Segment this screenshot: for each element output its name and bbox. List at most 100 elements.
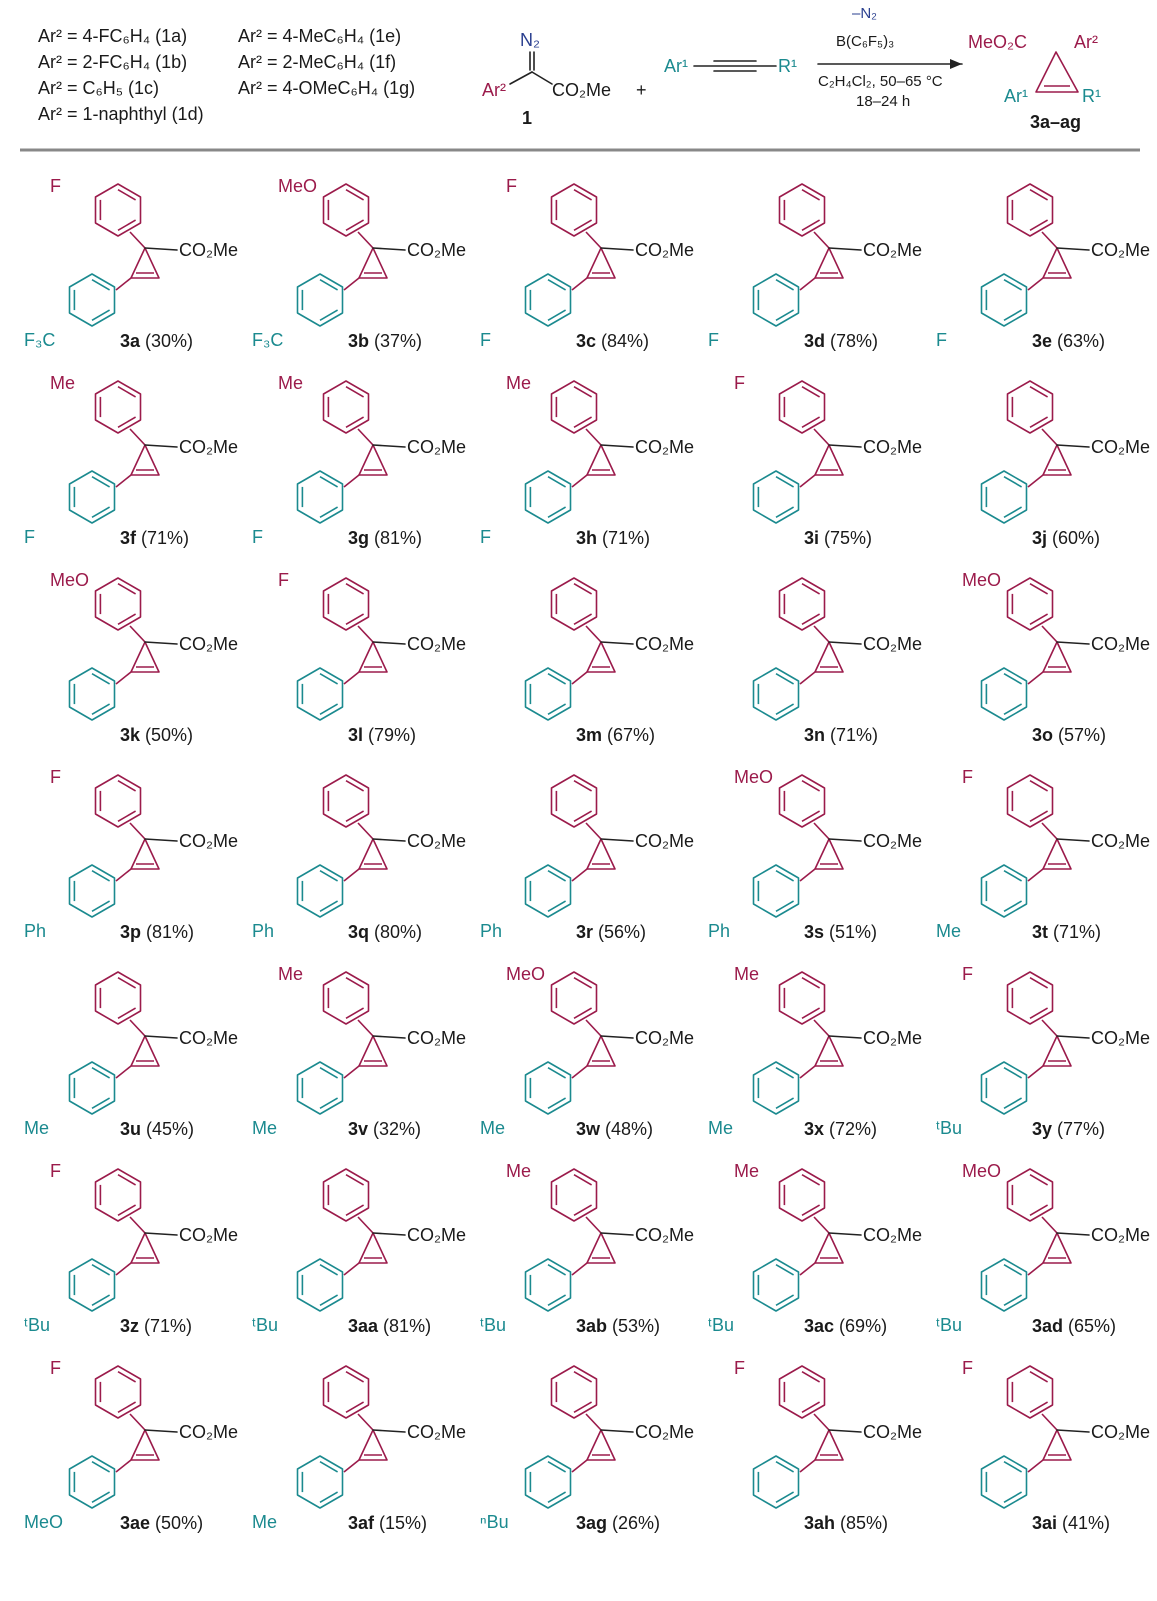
ar1-bond — [343, 671, 360, 685]
ar1-ring-double-bond — [1003, 1264, 1023, 1276]
ar1-bond — [799, 1065, 816, 1079]
cyclopropene-ring — [1042, 444, 1072, 476]
ar2-ring-double-bond — [345, 1204, 365, 1216]
ar1-ring-double-bond — [319, 673, 339, 685]
ar1-ring-double-bond — [91, 1067, 111, 1079]
ar2-ring-double-bond — [345, 613, 365, 625]
diazo-ester-label: CO₂Me — [552, 80, 611, 100]
ar1-ring-double-bond — [91, 703, 111, 715]
cyclopropene-ring — [1042, 1035, 1072, 1067]
ar2-ring-double-bond — [345, 583, 365, 595]
ar2-ring-double-bond — [801, 977, 821, 989]
ar1-substituent: F — [252, 527, 263, 547]
ester-label: CO₂Me — [635, 1225, 694, 1245]
ar2-ring — [322, 1168, 370, 1222]
compound-label: 3l (79%) — [348, 725, 416, 745]
ar1-substituent: Me — [24, 1118, 49, 1138]
ar1-substituent: ᵗBu — [936, 1315, 962, 1335]
ar2-substituent: Me — [278, 373, 303, 393]
ar1-ring — [68, 1455, 116, 1509]
product-range-label: 3a–ag — [1030, 112, 1081, 132]
ar1-bond — [571, 277, 588, 291]
compound-label: 3i (75%) — [804, 528, 872, 548]
ester-label: CO₂Me — [179, 634, 238, 654]
ar2-bond — [1041, 428, 1058, 446]
ar2-substituent: Me — [506, 373, 531, 393]
ar1-ring-double-bond — [775, 870, 795, 882]
arrow-head — [950, 59, 962, 69]
ar1-bond — [571, 1459, 588, 1473]
compound-label: 3b (37%) — [348, 331, 422, 351]
ar2-ring-double-bond — [573, 416, 593, 428]
ar2-bond — [357, 428, 374, 446]
ar2-ring-double-bond — [345, 780, 365, 792]
ar1-ring-double-bond — [91, 309, 111, 321]
ar1-ring — [752, 1061, 800, 1115]
ester-label: CO₂Me — [1091, 240, 1150, 260]
ar1-bond — [1027, 277, 1044, 291]
ester-label: CO₂Me — [179, 1422, 238, 1442]
ar1-ring — [524, 1455, 572, 1509]
ar2-substituent: F — [962, 964, 973, 984]
ar2-bond — [357, 231, 374, 249]
ar1-bond — [799, 868, 816, 882]
ester-bond — [600, 444, 634, 448]
ar2-ring — [550, 380, 598, 434]
ester-label: CO₂Me — [635, 831, 694, 851]
ar2-bond — [1041, 822, 1058, 840]
ester-bond — [1056, 838, 1090, 842]
ar2-ring-double-bond — [117, 1174, 137, 1186]
ar2-substituent: F — [506, 176, 517, 196]
ar1-substituent: ᵗBu — [936, 1118, 962, 1138]
ar2-bond — [1041, 231, 1058, 249]
compound-label: 3g (81%) — [348, 528, 422, 548]
ar2-bond — [129, 822, 146, 840]
ar1-substituent: F — [708, 330, 719, 350]
ar1-ring-double-bond — [91, 476, 111, 488]
cyclopropene-ring — [130, 1429, 160, 1461]
ar2-substituent: F — [278, 570, 289, 590]
ar2-ring-double-bond — [1029, 189, 1049, 201]
conditions-label: C₂H₄Cl₂, 50–65 °C — [818, 73, 943, 90]
ar1-substituent: Ph — [24, 921, 46, 941]
ar2-ring-double-bond — [573, 810, 593, 822]
ar2-ring — [778, 380, 826, 434]
ar1-ring-double-bond — [547, 900, 567, 912]
ar1-ring-double-bond — [319, 1294, 339, 1306]
ar1-ring-double-bond — [319, 1491, 339, 1503]
ar1-bond — [1027, 1065, 1044, 1079]
ar2-substituent: Me — [506, 1161, 531, 1181]
ar2-substituent: Me — [734, 1161, 759, 1181]
ar2-ring-double-bond — [801, 219, 821, 231]
ar1-ring-double-bond — [775, 1097, 795, 1109]
ar2-ring-double-bond — [117, 1007, 137, 1019]
ar1-ring — [524, 667, 572, 721]
ar2-substituent: Me — [278, 964, 303, 984]
ar2-ring-double-bond — [117, 189, 137, 201]
ar1-ring — [752, 1455, 800, 1509]
ar1-bond — [1027, 671, 1044, 685]
ester-label: CO₂Me — [635, 240, 694, 260]
ar2-ring-double-bond — [117, 386, 137, 398]
ar1-ring — [752, 1258, 800, 1312]
ar1-substituent: F₃C — [24, 330, 55, 350]
ar2-bond — [813, 1019, 830, 1037]
ar2-ring — [94, 183, 142, 237]
ar2-ring — [550, 971, 598, 1025]
ar1-ring-double-bond — [319, 703, 339, 715]
ester-bond — [144, 838, 178, 842]
ar1-ring-double-bond — [547, 1097, 567, 1109]
compound-label: 3f (71%) — [120, 528, 189, 548]
ester-bond — [372, 247, 406, 251]
compound-label: 3a (30%) — [120, 331, 193, 351]
ar2-ring-double-bond — [573, 189, 593, 201]
ar2-ring-double-bond — [345, 416, 365, 428]
ar2-ring-double-bond — [1029, 1371, 1049, 1383]
